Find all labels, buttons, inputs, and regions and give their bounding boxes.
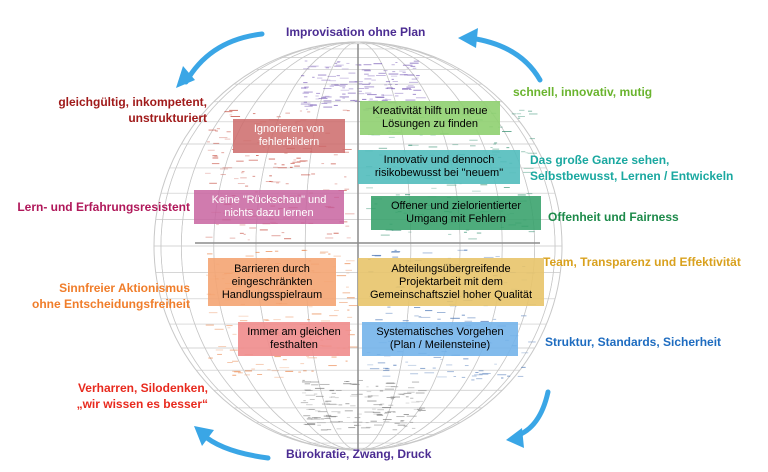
box-innovativ: Innovativ und dennoch risikobewusst bei … [358, 150, 520, 184]
pole-bottom-label: Bürokratie, Zwang, Druck [286, 447, 432, 461]
box-keine-rueckschau: Keine "Rückschau" und nichts dazu lernen [194, 190, 344, 224]
left-label-verharren: Verharren, Silodenken, „wir wissen es be… [76, 381, 208, 411]
curved-arrow-bottom-left [199, 431, 271, 461]
box-kreativitaet: Kreativität hilft um neue Lösungen zu fi… [360, 101, 500, 135]
box-ignorieren: Ignorieren von fehlerbildern [233, 119, 345, 153]
box-barrieren: Barrieren durch eingeschränkten Handlung… [208, 258, 336, 306]
left-label-gleichgueltig: gleichgültig, inkompetent, unstrukturier… [58, 95, 207, 125]
arrowhead-top-left [176, 66, 195, 88]
box-offener-umgang: Offener und zielorientierter Umgang mit … [371, 196, 541, 230]
box-immer-gleich: Immer am gleichen festhalten [238, 322, 350, 356]
arrowhead-bottom-right [506, 428, 524, 448]
box-systematisch: Systematisches Vorgehen (Plan / Meilenst… [362, 322, 518, 356]
right-label-team: Team, Transparenz und Effektivität [543, 255, 741, 269]
arrowhead-top-right [458, 28, 478, 48]
left-label-aktionismus: Sinnfreier Aktionismus ohne Entscheidung… [31, 281, 190, 311]
curved-arrow-top-right [467, 35, 543, 83]
curved-arrow-top-left [183, 31, 265, 85]
right-label-grosses-ganze: Das große Ganze sehen, Selbstbewusst, Le… [530, 153, 734, 183]
right-label-struktur: Struktur, Standards, Sicherheit [545, 335, 722, 349]
right-label-schnell: schnell, innovativ, mutig [513, 85, 653, 99]
box-abteilungsuebergreifend: Abteilungsübergreifende Projektarbeit mi… [358, 258, 544, 306]
pole-top-label: Improvisation ohne Plan [286, 25, 426, 39]
arrowhead-bottom-left [194, 426, 214, 446]
left-label-lernresistent: Lern- und Erfahrungsresistent [17, 200, 190, 214]
right-label-offenheit: Offenheit und Fairness [548, 210, 679, 224]
